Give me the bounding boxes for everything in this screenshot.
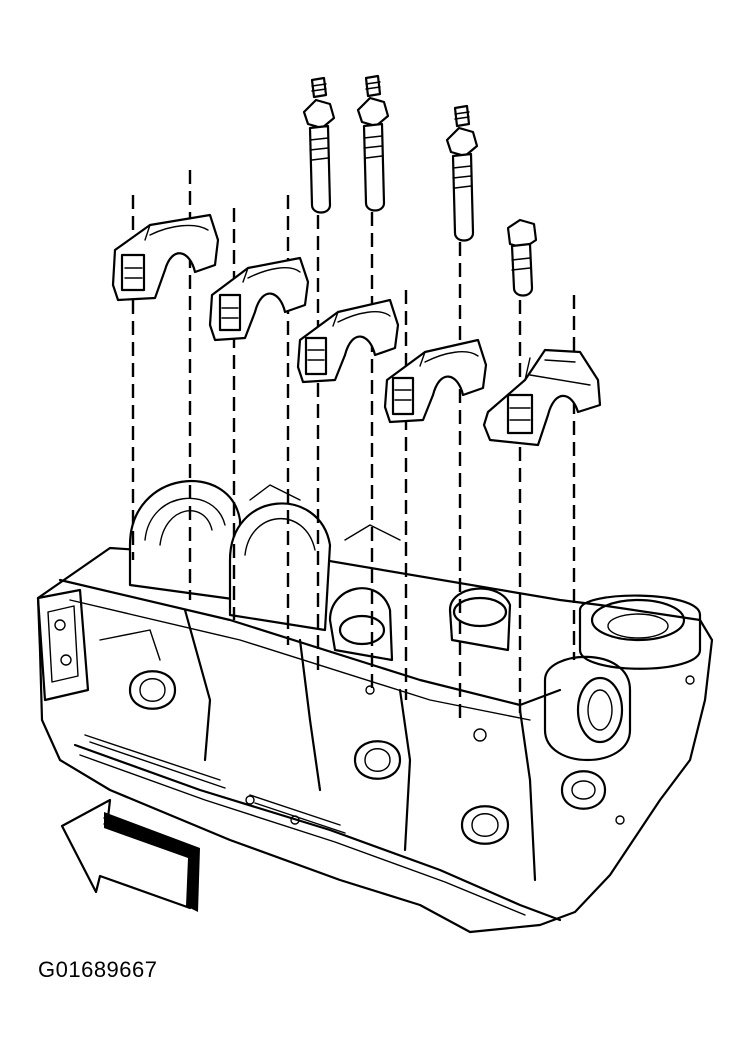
figure-id-caption: G01689667 <box>38 957 158 982</box>
bearing-cap-1 <box>111 213 220 302</box>
bearing-cap-2 <box>208 256 310 342</box>
bearing-cap-5-rear <box>482 348 602 447</box>
front-direction-arrow-icon <box>60 798 200 912</box>
stud-bolt-2 <box>356 74 390 212</box>
engine-block <box>36 538 714 934</box>
stud-bolt-3 <box>445 104 479 242</box>
stud-bolt-1 <box>302 76 336 214</box>
bearing-cap-3 <box>296 298 400 384</box>
cap-bolt-4 <box>506 218 538 297</box>
bearing-cap-4 <box>383 338 488 424</box>
crankshaft-journals <box>128 479 512 662</box>
